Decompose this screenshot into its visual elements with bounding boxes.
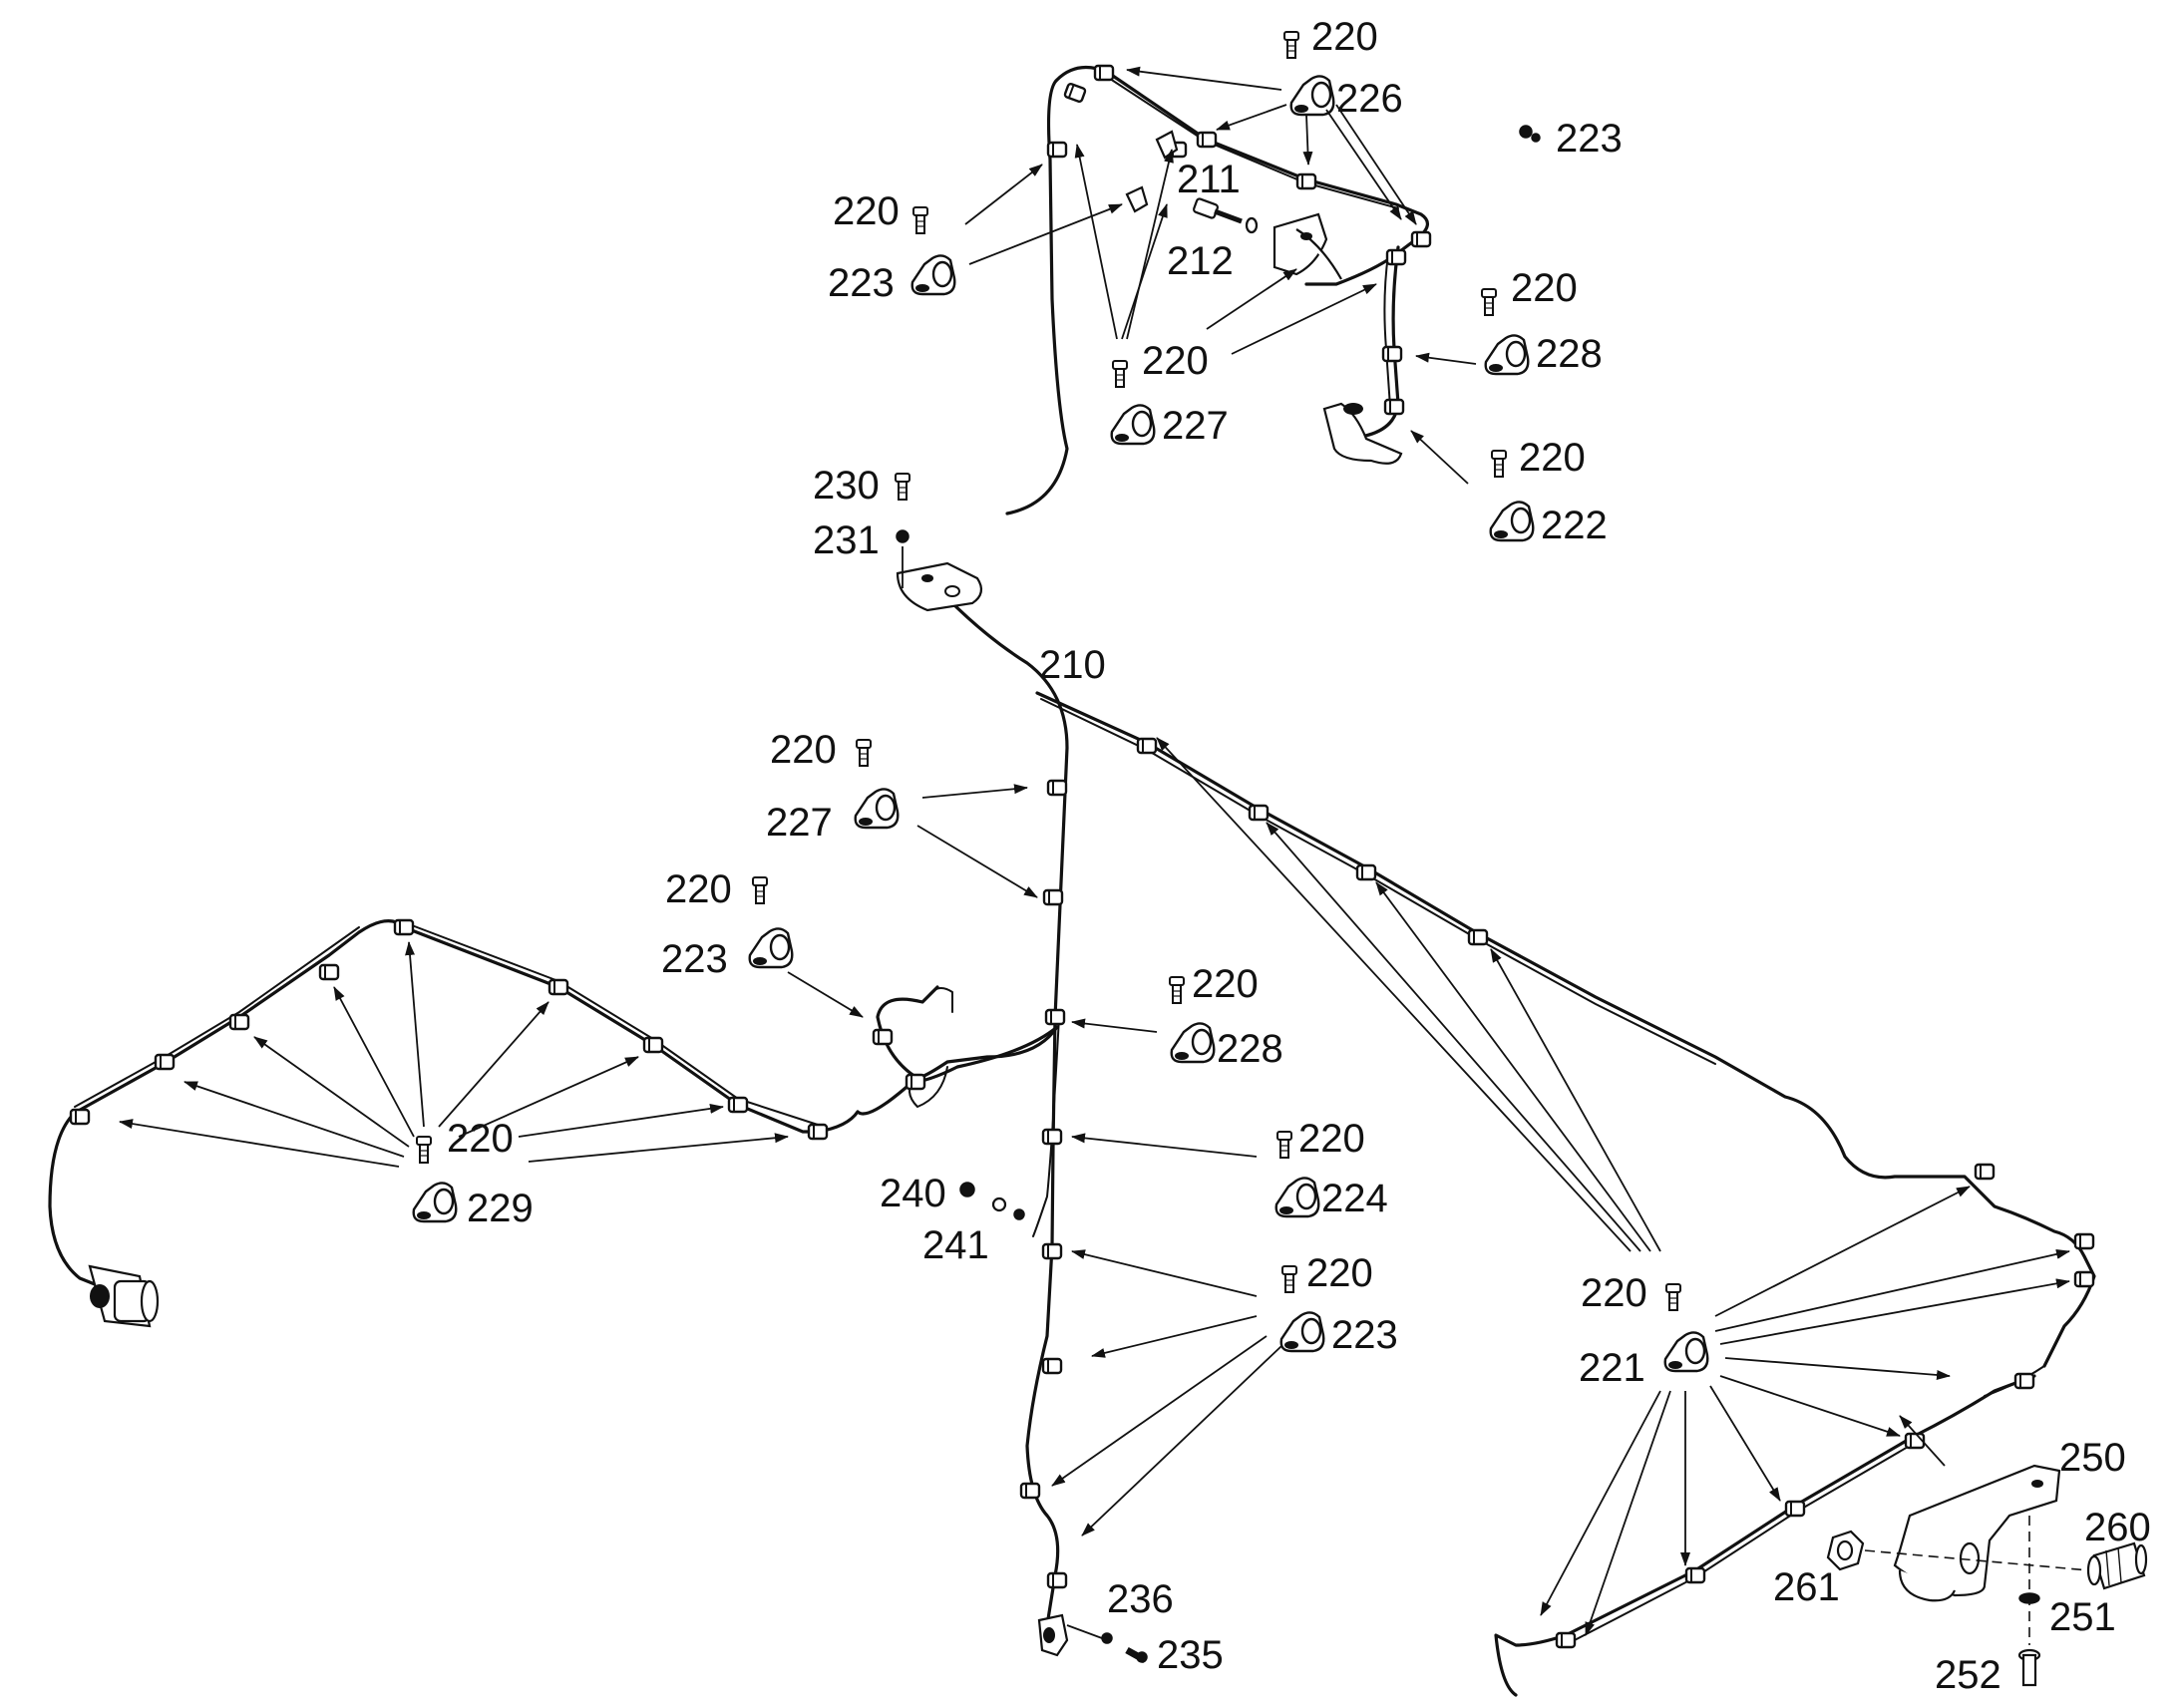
bracket-211 — [1272, 212, 1342, 280]
label-223-low: 223 — [1331, 1313, 1398, 1357]
label-250: 250 — [2059, 1436, 2126, 1480]
label-211: 211 — [1177, 158, 1241, 201]
label-228-mid: 228 — [1217, 1027, 1283, 1071]
label-224: 224 — [1321, 1177, 1388, 1220]
label-220-a: 220 — [833, 189, 900, 233]
leader-arrows — [119, 66, 2090, 1645]
label-212: 212 — [1167, 239, 1234, 283]
label-235: 235 — [1157, 1633, 1224, 1677]
nut-240 — [959, 1182, 975, 1197]
mounting-plate — [896, 561, 983, 612]
label-236: 236 — [1107, 1577, 1174, 1621]
label-252: 252 — [1935, 1653, 2001, 1697]
lower-right-harness-wire — [1494, 1374, 2036, 1697]
label-220-top: 220 — [1311, 15, 1378, 59]
connector-bracket-222 — [1322, 402, 1403, 465]
nut-261 — [1826, 1530, 1865, 1571]
right-diagonal-harness-wire — [1035, 691, 2096, 1368]
small-clip-211 — [1125, 130, 1179, 213]
harness-clips — [69, 64, 2095, 1649]
label-230: 230 — [813, 464, 880, 508]
bracket-250 — [1893, 1464, 2061, 1602]
center-trunk-wire — [945, 596, 1069, 1627]
label-260: 260 — [2084, 1506, 2151, 1549]
label-227-top: 227 — [1162, 404, 1229, 448]
label-220-h: 220 — [447, 1117, 514, 1161]
sensor-260 — [2086, 1541, 2148, 1590]
label-226: 226 — [1336, 77, 1403, 121]
callout-icons — [412, 31, 1709, 1373]
label-251: 251 — [2049, 1595, 2116, 1639]
label-220-k: 220 — [1581, 1271, 1647, 1315]
label-220-d: 220 — [1519, 436, 1586, 480]
washer-236 — [1101, 1632, 1113, 1644]
washer-241 — [991, 1196, 1025, 1220]
label-231: 231 — [813, 518, 880, 562]
label-223-mid: 223 — [661, 937, 728, 981]
label-220-c: 220 — [1142, 339, 1209, 383]
label-221: 221 — [1579, 1346, 1645, 1390]
label-228-top: 228 — [1536, 332, 1603, 376]
label-220-f: 220 — [665, 867, 732, 911]
label-222: 222 — [1541, 504, 1608, 547]
bolt-252 — [2017, 1648, 2041, 1687]
label-227-mid: 227 — [766, 801, 833, 845]
label-223-a: 223 — [828, 261, 895, 305]
label-241: 241 — [922, 1223, 989, 1267]
label-261: 261 — [1773, 1565, 1840, 1609]
left-plug-connector — [88, 1264, 160, 1328]
label-220-j: 220 — [1306, 1251, 1373, 1295]
label-220-g: 220 — [1192, 962, 1259, 1006]
label-223-topright: 223 — [1556, 117, 1623, 161]
label-229: 229 — [467, 1187, 534, 1230]
label-220-i: 220 — [1298, 1117, 1365, 1161]
part-number-labels: 220 226 223 211 220 223 212 220 228 220 … — [447, 15, 2151, 1697]
screw-223-topright — [1519, 125, 1541, 143]
bolt-212 — [1193, 197, 1259, 234]
connector-236 — [1037, 1613, 1069, 1657]
label-220-e: 220 — [770, 728, 837, 772]
harness-wires — [48, 65, 2096, 1697]
label-240: 240 — [880, 1172, 946, 1215]
label-210: 210 — [1039, 643, 1106, 687]
screw-235 — [1125, 1646, 1148, 1664]
label-220-b: 220 — [1511, 266, 1578, 310]
